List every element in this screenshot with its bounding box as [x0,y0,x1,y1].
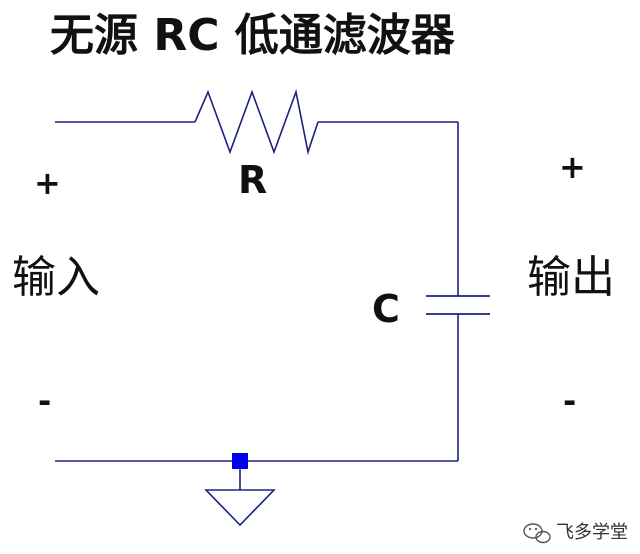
watermark-text: 飞多学堂 [556,522,628,543]
input-label: 输入 [12,252,100,303]
wechat-icon [523,523,551,544]
input-plus: + [34,164,61,202]
diagram-title: 无源 RC 低通滤波器 [50,10,456,61]
resistor [194,89,319,156]
output-minus: - [563,382,576,420]
output-plus: + [559,148,586,186]
output-label: 输出 [527,252,615,303]
input-minus: - [38,382,51,420]
ground-icon [204,489,276,527]
resistor-label: R [238,158,267,202]
ground-node [232,453,248,469]
capacitor-label: C [372,287,400,331]
